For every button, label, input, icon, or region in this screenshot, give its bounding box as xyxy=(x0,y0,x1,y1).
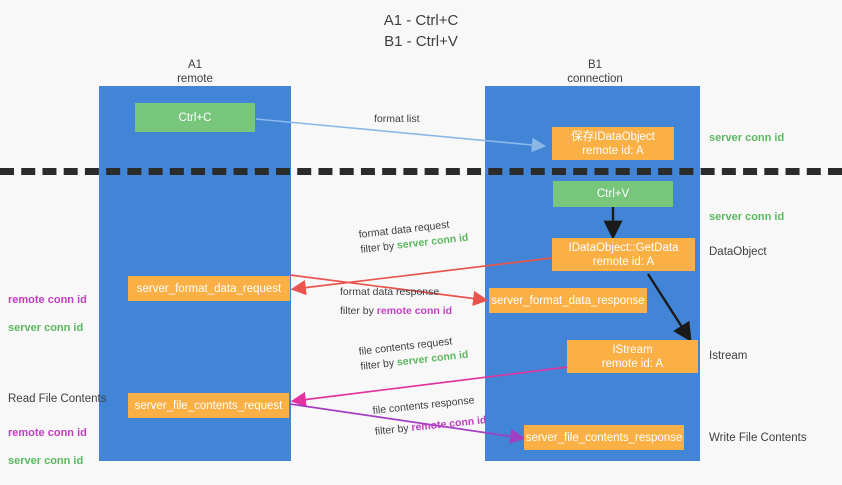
annot-server-conn-id-2: server conn id xyxy=(709,211,785,223)
midlabel-file-contents-request-prefix: filter by xyxy=(359,356,398,373)
annot-write-file-contents: Write File Contents xyxy=(709,432,807,444)
midlabel-format-list: format list xyxy=(374,112,420,127)
annot-server-conn-id-1: server conn id xyxy=(709,132,785,144)
box-istream[interactable]: IStream remote id: A xyxy=(567,340,698,373)
annot-istream: Istream xyxy=(709,350,748,362)
lane-header-a1-sub: remote xyxy=(177,73,213,85)
midlabel-format-list-line1: format list xyxy=(374,113,420,125)
box-ctrl-c-label: Ctrl+C xyxy=(178,111,212,124)
box-server-file-contents-request-label: server_file_contents_request xyxy=(134,399,283,412)
box-idataobject-getdata[interactable]: IDataObject::GetData remote id: A xyxy=(552,238,695,271)
annot-conn-ids-1-remote: remote conn id xyxy=(8,294,87,306)
box-server-format-data-request[interactable]: server_format_data_request xyxy=(128,276,290,301)
midlabel-file-contents-response: file contents response filter by remote … xyxy=(372,392,487,440)
midlabel-format-data-response-value: remote conn id xyxy=(376,305,453,317)
midlabel-file-contents-request: file contents request filter by server c… xyxy=(358,333,469,375)
annot-conn-ids-2: remote conn id server conn id xyxy=(8,412,87,482)
phase-separator xyxy=(0,168,842,175)
annot-conn-ids-2-server: server conn id xyxy=(8,455,84,467)
box-istream-label: IStream remote id: A xyxy=(601,343,664,370)
box-server-format-data-response-label: server_format_data_response xyxy=(491,294,645,307)
lane-header-b1: B1 connection xyxy=(535,58,655,86)
midlabel-format-data-request: format data request filter by server con… xyxy=(358,216,469,258)
box-server-format-data-response[interactable]: server_format_data_response xyxy=(489,288,647,313)
midlabel-format-data-response: format data response filter by remote co… xyxy=(340,285,452,319)
midlabel-format-data-request-prefix: filter by xyxy=(359,239,398,256)
box-server-file-contents-response-label: server_file_contents_response xyxy=(525,431,683,444)
box-save-idataobject-label: 保存IDataObject remote id: A xyxy=(571,130,655,157)
lane-header-a1-name: A1 xyxy=(187,59,203,71)
annot-conn-ids-2-remote: remote conn id xyxy=(8,427,87,439)
lane-header-b1-name: B1 xyxy=(587,59,603,71)
midlabel-file-contents-response-prefix: filter by xyxy=(374,422,413,438)
box-idataobject-getdata-label: IDataObject::GetData remote id: A xyxy=(568,241,679,268)
annot-read-file-contents: Read File Contents xyxy=(8,393,107,405)
lane-header-b1-sub: connection xyxy=(567,73,623,85)
midlabel-file-contents-response-value: remote conn id xyxy=(410,414,487,434)
midlabel-format-data-response-line1: format data response xyxy=(340,286,440,298)
box-ctrl-v-label: Ctrl+V xyxy=(596,188,630,200)
box-server-file-contents-response[interactable]: server_file_contents_response xyxy=(524,425,684,450)
annot-conn-ids-1-server: server conn id xyxy=(8,322,84,334)
box-server-format-data-request-label: server_format_data_request xyxy=(136,282,282,295)
box-ctrl-c[interactable]: Ctrl+C xyxy=(135,103,255,132)
box-save-idataobject[interactable]: 保存IDataObject remote id: A xyxy=(552,127,674,160)
midlabel-format-data-response-prefix: filter by xyxy=(340,305,377,317)
annot-conn-ids-1: remote conn id server conn id xyxy=(8,279,87,349)
annot-dataobject: DataObject xyxy=(709,246,767,258)
page-title: A1 - Ctrl+C B1 - Ctrl+V xyxy=(383,12,459,50)
box-ctrl-v[interactable]: Ctrl+V xyxy=(553,181,673,207)
lane-header-a1: A1 remote xyxy=(135,58,255,86)
box-server-file-contents-request[interactable]: server_file_contents_request xyxy=(128,393,289,418)
